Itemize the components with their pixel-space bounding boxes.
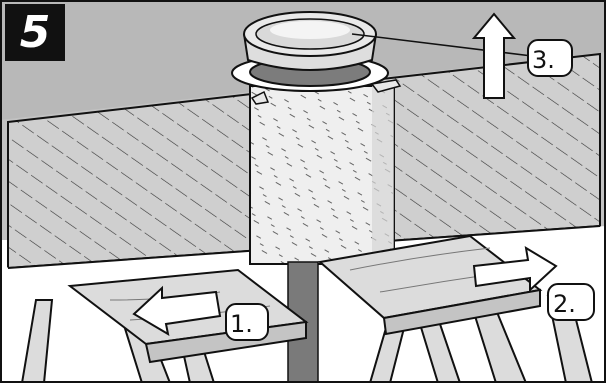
callout-3: 3. xyxy=(528,40,572,76)
svg-text:3.: 3. xyxy=(532,46,555,74)
callout-1: 1. xyxy=(226,304,268,340)
step-number-badge: 5 xyxy=(5,4,65,61)
callout-2: 2. xyxy=(548,284,594,320)
svg-text:1.: 1. xyxy=(230,310,253,338)
svg-text:2.: 2. xyxy=(553,290,576,318)
